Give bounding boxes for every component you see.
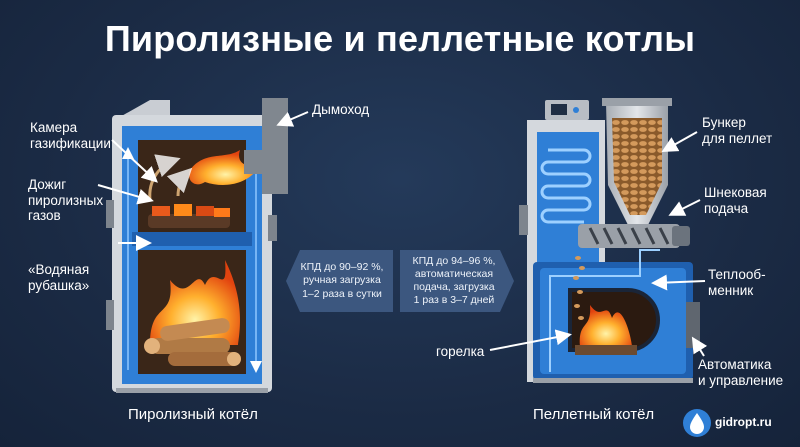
label-line: для пеллет	[702, 130, 773, 146]
pellet-base	[533, 378, 693, 383]
burner-grate	[575, 345, 637, 355]
pointer-automation	[691, 336, 708, 357]
info-line: КПД до 94–96 %,	[412, 254, 496, 267]
chimney-pipe	[262, 98, 288, 194]
pointer-auger	[668, 199, 701, 216]
info-line: ручная загрузка	[303, 274, 381, 287]
water-drop-icon	[683, 409, 711, 437]
page-title: Пиролизные и пеллетные котлы	[104, 18, 696, 59]
info-line: КПД до 90–92 %,	[300, 261, 384, 274]
label-line: газов	[28, 208, 61, 224]
boiler-lid	[118, 100, 170, 118]
label-line: Шнековая	[704, 185, 767, 200]
info-pyrolysis: КПД до 90–92 %, ручная загрузка 1–2 раза…	[292, 250, 392, 312]
pyrolysis-boiler	[106, 98, 288, 393]
gas-flow-arrow	[166, 167, 193, 197]
label-line: Дожиг	[28, 177, 67, 192]
heat-exchanger-coil	[540, 148, 592, 224]
auger-motor	[672, 226, 690, 246]
chimney-connector	[244, 150, 278, 174]
label-automation: Автоматика и управление	[698, 357, 783, 388]
caption-pellet: Пеллетный котёл	[533, 406, 655, 423]
label-line: Теплооб-	[708, 267, 766, 282]
control-display	[551, 104, 567, 115]
info-line: 1–2 раза в сутки	[302, 287, 382, 300]
pointer-hopper	[661, 131, 698, 152]
hopper-lid	[602, 98, 672, 106]
pointer-afterburn	[97, 184, 154, 205]
label-burner: горелка	[436, 344, 485, 359]
label-hopper: Бункер для пеллет	[702, 115, 772, 146]
pellet-fill	[612, 118, 662, 215]
info-banner-pellet	[400, 250, 514, 312]
label-line: «Водяная	[28, 262, 90, 277]
falling-pellets	[573, 256, 585, 320]
label-line: газификации	[30, 135, 111, 151]
side-bracket	[519, 205, 528, 235]
glowing-coals	[148, 204, 230, 228]
pellet-boiler	[519, 98, 700, 383]
boiler-base	[116, 388, 268, 393]
label-line: пиролизных	[28, 192, 104, 208]
control-knob	[573, 107, 579, 113]
label-heat-exchanger: Теплооб- менник	[708, 267, 766, 298]
label-line: и управление	[698, 372, 784, 388]
grate-divider	[132, 232, 252, 246]
info-line: 1 раз в 3–7 дней	[413, 294, 495, 307]
label-line: Бункер	[702, 115, 746, 130]
automation-unit	[686, 302, 700, 348]
label-line: подача	[704, 200, 749, 216]
logo-text[interactable]: gidropt.ru	[715, 415, 772, 429]
firewood-logs	[144, 318, 241, 366]
label-water-jacket: «Водяная рубашка»	[28, 262, 89, 293]
pointer-exchanger	[651, 274, 706, 291]
label-line: менник	[708, 282, 754, 298]
info-banner-pyrolysis	[286, 250, 393, 312]
info-pellet: КПД до 94–96 %, автоматическая подача, з…	[402, 250, 506, 312]
label-auger: Шнековая подача	[704, 185, 767, 216]
door-handle	[268, 215, 277, 241]
info-line: автоматическая	[414, 267, 494, 280]
label-gasification-chamber: Камера газификации	[30, 120, 111, 151]
caption-pyrolysis: Пиролизный котёл	[128, 406, 258, 423]
pointer-chamber	[111, 139, 158, 183]
pointer-burner	[489, 329, 572, 351]
auger-screw	[588, 227, 670, 245]
label-line: Камера	[30, 120, 78, 135]
label-chimney: Дымоход	[312, 102, 370, 117]
label-line: Автоматика	[698, 357, 772, 372]
door-hinge	[106, 200, 114, 228]
label-afterburn: Дожиг пиролизных газов	[28, 177, 103, 224]
pointer-chimney	[276, 111, 309, 127]
water-flow-line	[549, 249, 660, 372]
burner-fire	[579, 305, 632, 346]
info-line: подача, загрузка	[413, 281, 495, 293]
label-line: рубашка»	[28, 277, 90, 293]
fire-upper	[189, 150, 262, 186]
door-hinge	[106, 300, 114, 330]
